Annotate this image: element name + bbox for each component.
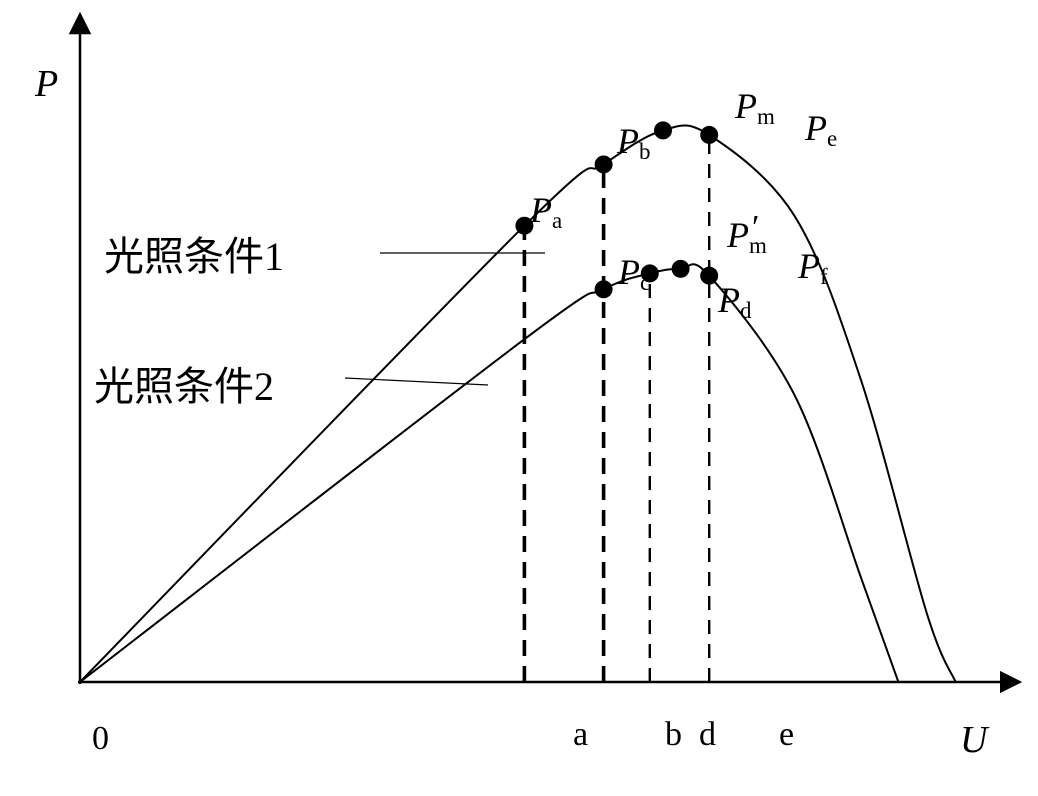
x-axis-label: U: [960, 719, 990, 761]
series-label-1: 光照条件1: [104, 234, 284, 279]
marker-pb: [594, 155, 613, 174]
point-label-pf: Pf: [797, 246, 828, 289]
prime-mark: ′: [752, 209, 759, 246]
marker-pd: [640, 264, 659, 283]
point-label-pc: Pc: [617, 252, 650, 295]
point-label-pb: Pb: [616, 121, 651, 164]
point-label-pe: Pe: [804, 108, 837, 151]
marker-pm: [654, 121, 672, 140]
point-markers: [515, 121, 719, 299]
series-label-2: 光照条件2: [94, 364, 274, 409]
marker-pc: [594, 280, 613, 299]
point-label-pm-prime: Pm: [726, 215, 767, 258]
origin-label: 0: [92, 720, 109, 757]
marker-pf: [700, 266, 719, 285]
marker-pe: [700, 125, 719, 144]
x-tick-a: a: [573, 716, 588, 753]
curves: [79, 124, 957, 683]
y-axis-label: P: [34, 63, 58, 105]
series-line-1: [79, 124, 957, 683]
marker-pm-prime: [671, 259, 690, 278]
x-tick-e: e: [779, 716, 794, 753]
x-tick-d: d: [699, 716, 716, 753]
point-label-pm: Pm: [734, 86, 775, 129]
x-tick-b: b: [665, 716, 682, 753]
point-label-pd: Pd: [717, 280, 752, 323]
dashed-guide-lines: [522, 134, 711, 682]
marker-pa: [515, 216, 534, 235]
leader-line-series-2: [344, 377, 489, 386]
point-label-pa: Pa: [529, 190, 562, 233]
series-line-2: [79, 263, 900, 683]
